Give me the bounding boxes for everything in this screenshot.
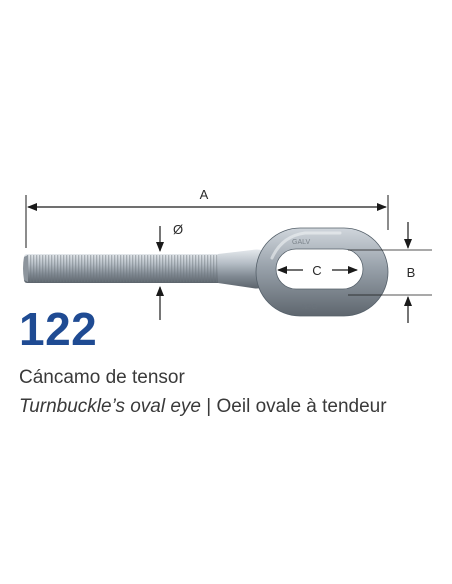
dimension-a-label: A (200, 187, 209, 202)
dimension-a: A (25, 187, 389, 248)
dimension-diameter-label: Ø (173, 222, 183, 237)
dimension-b-label: B (407, 265, 416, 280)
bolt-neck (218, 249, 268, 289)
dimension-diameter: Ø (156, 222, 183, 320)
product-name-french: Oeil ovale à tendeur (216, 396, 387, 417)
product-name-spanish: Cáncamo de tensor (19, 367, 185, 388)
dimension-c: C (277, 263, 358, 278)
svg-text:GALV: GALV (292, 239, 310, 246)
product-name-multilingual: Turnbuckle’s oval eye | Oeil ovale à ten… (19, 397, 387, 416)
oval-eye (255, 227, 389, 317)
dimension-c-label: C (312, 263, 321, 278)
product-number: 122 (19, 303, 98, 355)
svg-text:NPG: NPG (302, 304, 317, 311)
name-separator: | (201, 396, 217, 417)
product-name-english: Turnbuckle’s oval eye (19, 396, 202, 417)
dimension-b: B (348, 222, 432, 323)
